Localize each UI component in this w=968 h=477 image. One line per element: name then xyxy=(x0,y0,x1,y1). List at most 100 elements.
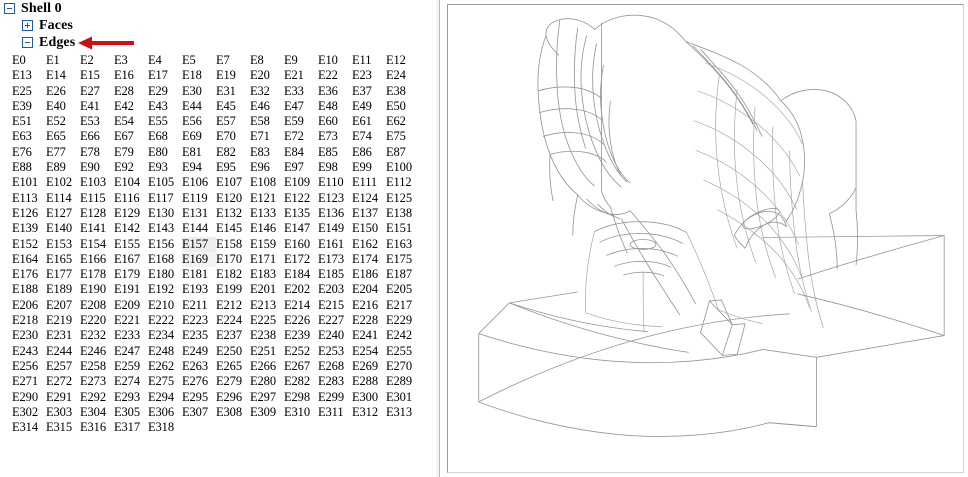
edge-item-e226[interactable]: E226 xyxy=(284,313,310,328)
edge-item-e67[interactable]: E67 xyxy=(114,129,134,144)
edge-item-e229[interactable]: E229 xyxy=(386,313,412,328)
edge-item-e316[interactable]: E316 xyxy=(80,420,106,435)
edge-item-e290[interactable]: E290 xyxy=(12,389,38,404)
edge-item-e5[interactable]: E5 xyxy=(182,53,196,67)
edge-item-e308[interactable]: E308 xyxy=(216,404,242,419)
edge-item-e293[interactable]: E293 xyxy=(114,389,140,404)
edge-item-e176[interactable]: E176 xyxy=(12,267,38,282)
edge-item-e206[interactable]: E206 xyxy=(12,297,38,312)
edge-item-e36[interactable]: E36 xyxy=(318,83,338,98)
edge-item-e154[interactable]: E154 xyxy=(80,236,106,251)
edge-item-e81[interactable]: E81 xyxy=(182,144,202,159)
edge-item-e299[interactable]: E299 xyxy=(318,389,344,404)
edge-item-e19[interactable]: E19 xyxy=(216,68,236,83)
edge-item-e138[interactable]: E138 xyxy=(386,205,412,220)
edge-item-e158[interactable]: E158 xyxy=(216,236,242,251)
edge-item-e24[interactable]: E24 xyxy=(386,68,406,83)
edge-item-e119[interactable]: E119 xyxy=(182,190,208,205)
edge-item-e82[interactable]: E82 xyxy=(216,144,236,159)
edge-item-e185[interactable]: E185 xyxy=(318,267,344,282)
edge-item-e168[interactable]: E168 xyxy=(148,251,174,266)
edge-item-e107[interactable]: E107 xyxy=(216,175,242,190)
edge-item-e230[interactable]: E230 xyxy=(12,328,38,343)
edge-item-e317[interactable]: E317 xyxy=(114,420,140,435)
tree-panel-scrollbar[interactable] xyxy=(436,0,439,477)
edge-item-e8[interactable]: E8 xyxy=(250,53,264,67)
edge-item-e191[interactable]: E191 xyxy=(114,282,140,297)
edge-item-e68[interactable]: E68 xyxy=(148,129,168,144)
edge-item-e25[interactable]: E25 xyxy=(12,83,32,98)
edge-item-e237[interactable]: E237 xyxy=(216,328,242,343)
edge-item-e183[interactable]: E183 xyxy=(250,267,276,282)
edge-item-e79[interactable]: E79 xyxy=(114,144,134,159)
edge-item-e300[interactable]: E300 xyxy=(352,389,378,404)
edge-item-e80[interactable]: E80 xyxy=(148,144,168,159)
edge-item-e42[interactable]: E42 xyxy=(114,98,134,113)
edge-item-e156[interactable]: E156 xyxy=(148,236,174,251)
edge-item-e116[interactable]: E116 xyxy=(114,190,140,205)
edge-item-e171[interactable]: E171 xyxy=(250,251,276,266)
edge-item-e145[interactable]: E145 xyxy=(216,221,242,236)
edge-item-e86[interactable]: E86 xyxy=(352,144,372,159)
edge-item-e238[interactable]: E238 xyxy=(250,328,276,343)
edge-item-e267[interactable]: E267 xyxy=(284,358,310,373)
edge-item-e219[interactable]: E219 xyxy=(46,313,72,328)
edge-item-e85[interactable]: E85 xyxy=(318,144,338,159)
edge-item-e16[interactable]: E16 xyxy=(114,68,134,83)
edge-item-e126[interactable]: E126 xyxy=(12,205,38,220)
edge-item-e255[interactable]: E255 xyxy=(386,343,412,358)
edge-item-e161[interactable]: E161 xyxy=(318,236,344,251)
edge-item-e89[interactable]: E89 xyxy=(46,160,66,175)
edge-item-e294[interactable]: E294 xyxy=(148,389,174,404)
edge-item-e22[interactable]: E22 xyxy=(318,68,338,83)
edge-item-e312[interactable]: E312 xyxy=(352,404,378,419)
edge-item-e282[interactable]: E282 xyxy=(284,374,310,389)
edge-item-e46[interactable]: E46 xyxy=(250,98,270,113)
edge-item-e143[interactable]: E143 xyxy=(148,221,174,236)
edge-item-e303[interactable]: E303 xyxy=(46,404,72,419)
edge-item-e98[interactable]: E98 xyxy=(318,160,338,175)
edge-item-e51[interactable]: E51 xyxy=(12,114,32,129)
edge-item-e253[interactable]: E253 xyxy=(318,343,344,358)
edge-item-e155[interactable]: E155 xyxy=(114,236,140,251)
edge-item-e21[interactable]: E21 xyxy=(284,68,304,83)
edge-item-e60[interactable]: E60 xyxy=(318,114,338,129)
edge-item-e100[interactable]: E100 xyxy=(386,160,412,175)
edge-item-e193[interactable]: E193 xyxy=(182,282,208,297)
edge-item-e61[interactable]: E61 xyxy=(352,114,372,129)
edge-item-e190[interactable]: E190 xyxy=(80,282,106,297)
edge-item-e239[interactable]: E239 xyxy=(284,328,310,343)
edge-item-e203[interactable]: E203 xyxy=(318,282,344,297)
edge-item-e178[interactable]: E178 xyxy=(80,267,106,282)
edge-item-e307[interactable]: E307 xyxy=(182,404,208,419)
edge-item-e174[interactable]: E174 xyxy=(352,251,378,266)
edge-item-e88[interactable]: E88 xyxy=(12,160,32,175)
edge-item-e192[interactable]: E192 xyxy=(148,282,174,297)
edge-item-e242[interactable]: E242 xyxy=(386,328,412,343)
edge-item-e15[interactable]: E15 xyxy=(80,68,100,83)
edge-item-e74[interactable]: E74 xyxy=(352,129,372,144)
edge-item-e117[interactable]: E117 xyxy=(148,190,174,205)
edge-item-e58[interactable]: E58 xyxy=(250,114,270,129)
edge-item-e129[interactable]: E129 xyxy=(114,205,140,220)
edge-item-e95[interactable]: E95 xyxy=(216,160,236,175)
edge-item-e232[interactable]: E232 xyxy=(80,328,106,343)
edge-item-e291[interactable]: E291 xyxy=(46,389,72,404)
edge-item-e75[interactable]: E75 xyxy=(386,129,406,144)
edge-item-e311[interactable]: E311 xyxy=(318,404,344,419)
edge-item-e173[interactable]: E173 xyxy=(318,251,344,266)
edge-item-e110[interactable]: E110 xyxy=(318,175,344,190)
edge-item-e66[interactable]: E66 xyxy=(80,129,100,144)
edge-item-e0[interactable]: E0 xyxy=(12,53,26,67)
edge-item-e131[interactable]: E131 xyxy=(182,205,208,220)
edge-item-e199[interactable]: E199 xyxy=(216,282,242,297)
edge-item-e157[interactable]: E157 xyxy=(182,236,216,252)
edge-item-e301[interactable]: E301 xyxy=(386,389,412,404)
edge-item-e53[interactable]: E53 xyxy=(80,114,100,129)
edge-item-e152[interactable]: E152 xyxy=(12,236,38,251)
edge-item-e296[interactable]: E296 xyxy=(216,389,242,404)
edge-item-e147[interactable]: E147 xyxy=(284,221,310,236)
edge-item-e41[interactable]: E41 xyxy=(80,98,100,113)
edge-item-e271[interactable]: E271 xyxy=(12,374,38,389)
edge-item-e17[interactable]: E17 xyxy=(148,68,168,83)
